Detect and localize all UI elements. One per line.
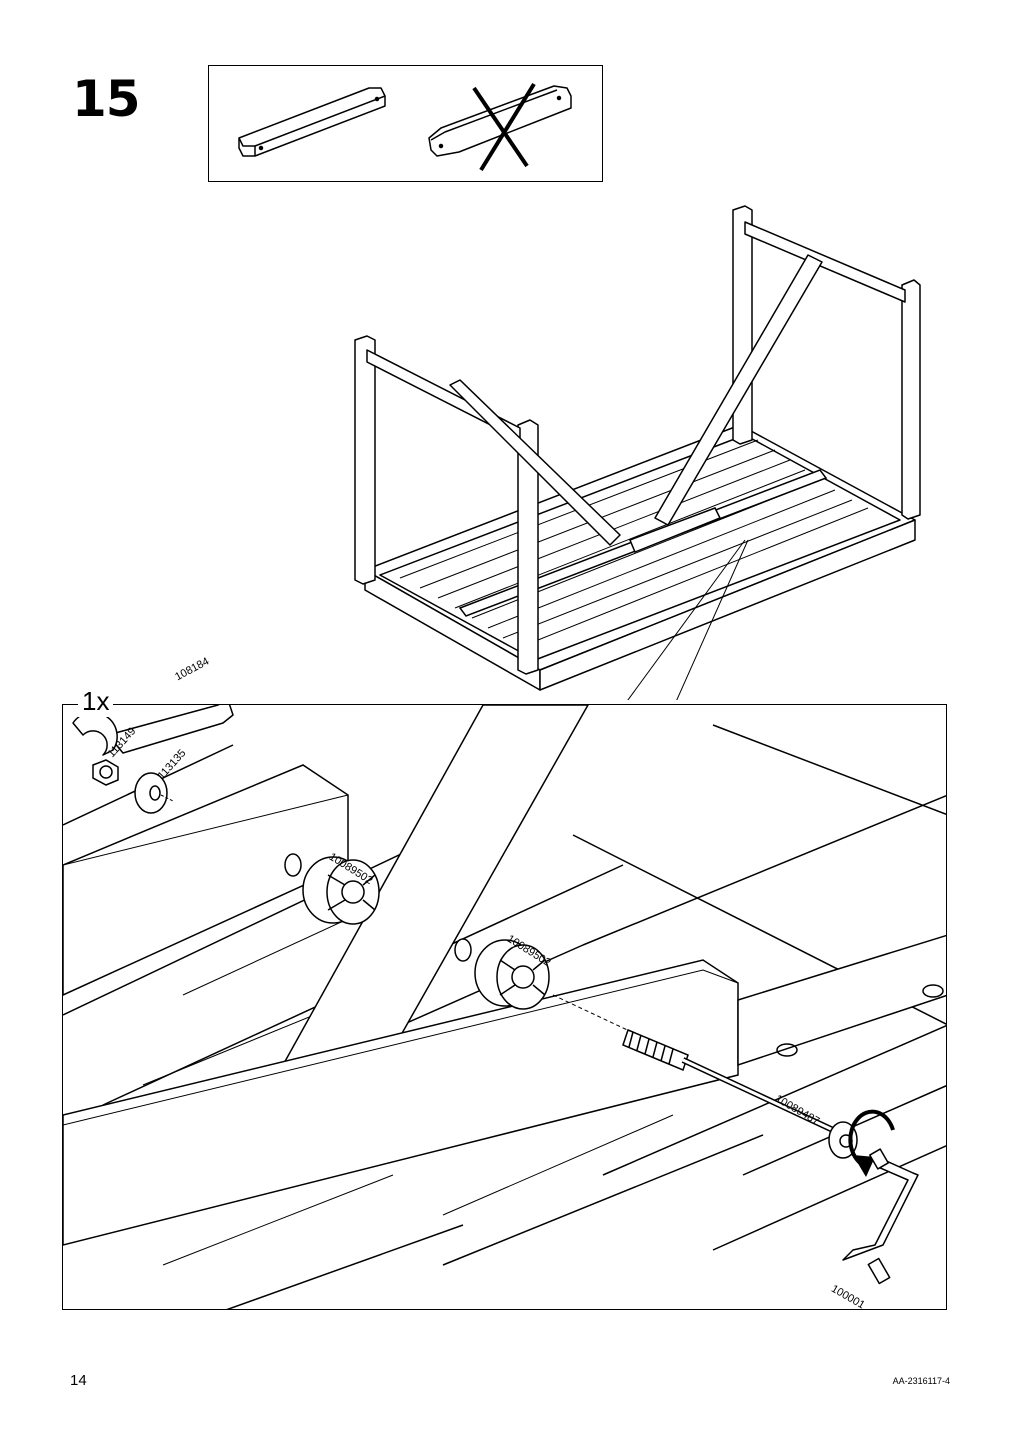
leg-front-right [517,419,539,675]
clockwise-rotate-icon [848,1109,895,1167]
crossed-out-batten-icon [428,82,572,172]
page-number: 14 [70,1372,87,1389]
part-orientation-box [208,65,603,182]
spacer-b-icon [474,939,550,1010]
nut-icon [92,759,119,786]
leg-front-left [354,335,376,585]
detail-view [62,704,947,1310]
document-code: AA-2316117-4 [892,1376,950,1386]
screw-hole-icon [776,984,944,1057]
wooden-batten-icon [238,87,386,157]
step-number: 15 [72,70,141,128]
washer-icon [134,772,168,814]
quantity-label: 1x [78,686,114,717]
spacer-a-icon [302,856,380,925]
table-upside-down-illustration [354,205,921,700]
detail-upper-batten [63,764,349,996]
crank-handle-icon [842,1148,919,1285]
leg-back-right [901,279,921,520]
